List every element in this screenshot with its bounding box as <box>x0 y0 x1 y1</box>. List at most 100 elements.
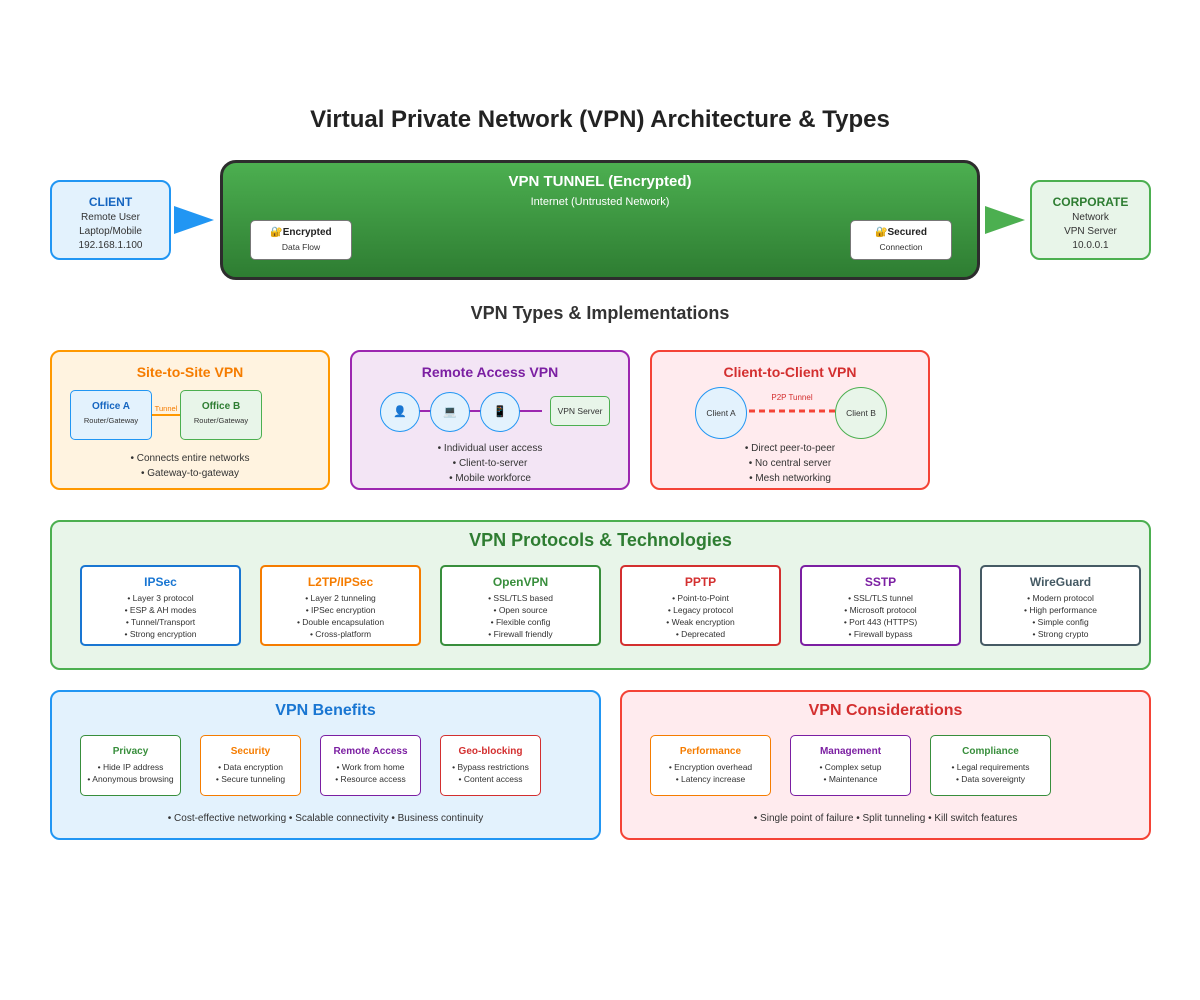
types-heading: VPN Types & Implementations <box>470 303 730 323</box>
benefits-title: VPN Benefits <box>275 702 376 719</box>
lock-icon: 🔐 <box>270 227 283 238</box>
site-to-site-panel: Site-to-Site VPN Office A Router/Gateway… <box>50 350 330 490</box>
corporate-line: Network <box>1072 212 1109 223</box>
card-line: • Layer 3 protocol <box>127 593 194 603</box>
considerations-title: VPN Considerations <box>808 702 963 719</box>
card-sub: Data Flow <box>281 242 321 252</box>
card-performance: Performance• Encryption overhead• Latenc… <box>650 735 771 796</box>
c2c-bullet: • Direct peer-to-peer <box>744 443 836 454</box>
client-a-node: Client A <box>695 387 747 439</box>
site-to-site-title: Site-to-Site VPN <box>136 364 244 380</box>
office-a-node: Office A Router/Gateway <box>70 390 152 440</box>
card-line: • Deprecated <box>675 629 726 639</box>
mobile-icon: 📱 <box>480 392 520 432</box>
card-wireguard: WireGuard • Modern protocol • High perform… <box>980 565 1141 646</box>
client-line: 192.168.1.100 <box>78 240 143 251</box>
vpn-server-node: VPN Server <box>550 396 610 426</box>
page-title: Virtual Private Network (VPN) Architectu… <box>310 106 890 133</box>
p2p-dashed-line <box>749 409 835 413</box>
client-to-client-title: Client-to-Client VPN <box>723 364 857 380</box>
client-a-label: Client A <box>706 408 736 418</box>
remote-bullet: • Mobile workforce <box>449 473 531 484</box>
card-line: • Simple config <box>1032 617 1089 627</box>
card-l2tp-ipsec: L2TP/IPSec • Layer 2 tunneling • IPSec enc… <box>260 565 421 646</box>
card-line: • SSL/TLS based <box>488 593 553 603</box>
card-security: Security• Data encryption• Secure tunnel… <box>200 735 301 796</box>
office-b-sub: Router/Gateway <box>193 416 249 425</box>
card-line: • Data sovereignty <box>955 774 1026 784</box>
card-sstp: SSTP • SSL/TLS tunnel • Microsoft protocol… <box>800 565 961 646</box>
card-line: • IPSec encryption <box>305 605 376 615</box>
card-title: Compliance <box>962 746 1019 757</box>
card-line: • Legacy protocol <box>667 605 734 615</box>
card-line: • Strong crypto <box>1032 629 1089 639</box>
encrypted-data-flow-card: 🔐Encrypted Data Flow <box>250 220 352 260</box>
card-title: WireGuard <box>1029 575 1092 589</box>
considerations-footer: • Single point of failure • Split tunnel… <box>753 813 1018 824</box>
card-line: • Legal requirements <box>951 762 1030 772</box>
card-line: • Bypass restrictions <box>452 762 529 772</box>
client-node: CLIENT Remote User Laptop/Mobile 192.168… <box>50 180 171 260</box>
card-line: • Port 443 (HTTPS) <box>843 617 918 627</box>
p2p-label: P2P Tunnel <box>771 393 813 402</box>
client-to-client-panel: Client-to-Client VPN Client A P2P Tunnel… <box>650 350 930 490</box>
card-title: Security <box>230 746 271 757</box>
site-bullet: • Connects entire networks <box>130 453 250 464</box>
card-title: SSTP <box>864 575 897 589</box>
lock-icon: 🔐 <box>875 227 888 238</box>
card-management: Management• Complex setup• Maintenance <box>790 735 911 796</box>
remote-access-panel: Remote Access VPN 👤 💻 📱 VPN Server • Ind… <box>350 350 630 490</box>
card-sub: Connection <box>879 242 923 252</box>
card-line: • Firewall bypass <box>848 629 913 639</box>
office-a-name: Office A <box>92 401 130 412</box>
client-line: Laptop/Mobile <box>79 226 142 237</box>
card-line: • Hide IP address <box>97 762 164 772</box>
card-line: • Weak encryption <box>666 617 735 627</box>
card-line: • Point-to-Point <box>672 593 729 603</box>
considerations-panel: VPN Considerations Performance• Encrypti… <box>620 690 1151 840</box>
site-tunnel-label: Tunnel <box>154 404 178 413</box>
card-line: • Modern protocol <box>1027 593 1094 603</box>
protocols-title: VPN Protocols & Technologies <box>469 530 732 550</box>
site-bullet: • Gateway-to-gateway <box>141 468 239 479</box>
card-title: Performance <box>679 746 742 757</box>
card-title: L2TP/IPSec <box>307 575 374 589</box>
card-title: Remote Access <box>333 746 408 757</box>
card-line: • Microsoft protocol <box>844 605 917 615</box>
card-line: • Flexible config <box>490 617 551 627</box>
card-privacy: Privacy• Hide IP address• Anonymous brow… <box>80 735 181 796</box>
vpn-server-label: VPN Server <box>557 406 603 416</box>
card-line: • Latency increase <box>675 774 746 784</box>
c2c-bullet: • Mesh networking <box>749 473 831 484</box>
benefits-footer: • Cost-effective networking • Scalable c… <box>167 813 484 824</box>
card-line: • Layer 2 tunneling <box>305 593 376 603</box>
card-title: Secured <box>887 227 927 238</box>
card-line: • High performance <box>1024 605 1097 615</box>
remote-link-line <box>402 410 542 412</box>
corporate-node: CORPORATE Network VPN Server 10.0.0.1 <box>1030 180 1151 260</box>
client-to-tunnel-arrow <box>174 206 214 234</box>
client-b-node: Client B <box>835 387 887 439</box>
card-line: • SSL/TLS tunnel <box>848 593 913 603</box>
card-line: • Secure tunneling <box>215 774 286 784</box>
laptop-icon: 💻 <box>430 392 470 432</box>
tunnel-title: VPN TUNNEL (Encrypted) <box>508 173 692 190</box>
card-line: • Firewall friendly <box>488 629 553 639</box>
card-line: • Cross-platform <box>309 629 372 639</box>
card-line: • Strong encryption <box>124 629 197 639</box>
benefits-panel: VPN Benefits Privacy• Hide IP address• A… <box>50 690 601 840</box>
vpn-tunnel: VPN TUNNEL (Encrypted) Internet (Untrust… <box>220 160 980 280</box>
secured-connection-card: 🔐Secured Connection <box>850 220 952 260</box>
site-tunnel-line <box>152 414 180 416</box>
card-remote-access: Remote Access• Work from home• Resource … <box>320 735 421 796</box>
card-line: • Resource access <box>335 774 406 784</box>
protocols-panel: VPN Protocols & Technologies IPSec • Laye… <box>50 520 1151 670</box>
card-line: • Complex setup <box>819 762 882 772</box>
corporate-label: CORPORATE <box>1052 195 1129 209</box>
card-title: IPSec <box>144 575 177 589</box>
card-line: • Open source <box>493 605 548 615</box>
card-line: • Double encapsulation <box>296 617 385 627</box>
card-line: • Maintenance <box>823 774 878 784</box>
card-line: • Anonymous browsing <box>87 774 174 784</box>
card-title: Encrypted <box>282 227 332 238</box>
